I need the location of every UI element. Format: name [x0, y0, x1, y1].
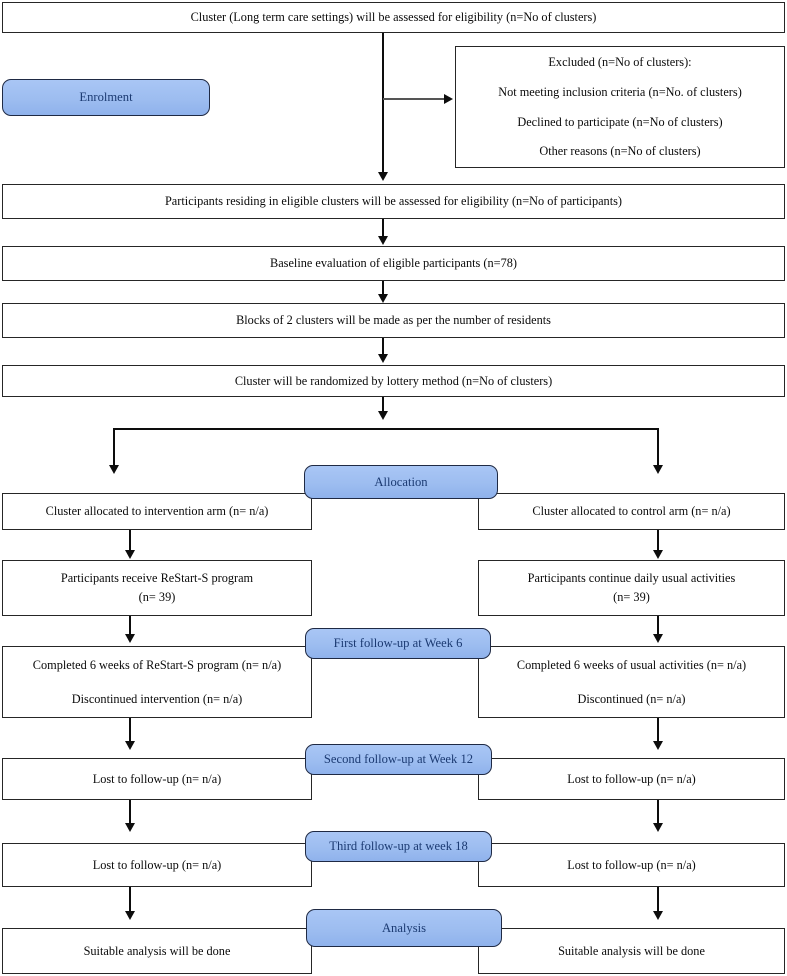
box-randomisation: Cluster will be randomized by lottery me… [2, 365, 785, 397]
connector-intervention-to-analysis [129, 887, 131, 913]
connector-excluded [383, 98, 444, 101]
box-intervention-week6-line2: Discontinued intervention (n= n/a) [71, 691, 243, 706]
box-excluded-clusters: Excluded (n=No of clusters): Not meeting… [455, 46, 785, 168]
arrow-excluded [444, 93, 453, 104]
arrow-top-spine [377, 172, 388, 181]
box-intervention-receive-line1: Participants receive ReStart-S program [60, 571, 254, 586]
box-control-analysis-text: Suitable analysis will be done [558, 943, 705, 958]
box-control-week6-line1: Completed 6 weeks of usual activities (n… [516, 657, 747, 672]
box-intervention-week12-text: Lost to follow-up (n= n/a) [92, 771, 222, 786]
box-blocks: Blocks of 2 clusters will be made as per… [2, 303, 785, 338]
stage-pill-follow-up-1: First follow-up at Week 6 [305, 628, 491, 659]
box-blocks-text: Blocks of 2 clusters will be made as per… [236, 313, 551, 328]
arrow-split-stem [377, 411, 388, 420]
box-intervention-receive: Participants receive ReStart-S program (… [2, 560, 312, 616]
excluded-reason-1: Not meeting inclusion criteria (n=No. of… [498, 84, 742, 99]
stage-pill-follow-up-3-label: Third follow-up at week 18 [329, 839, 468, 853]
box-intervention-analysis: Suitable analysis will be done [2, 928, 312, 974]
arrow-control-to-analysis [652, 911, 663, 920]
arrow-intervention-to-analysis [124, 911, 135, 920]
box-control-week6-line2: Discontinued (n= n/a) [577, 691, 686, 706]
stage-pill-analysis: Analysis [306, 909, 502, 947]
arrow-control-to-week12 [652, 741, 663, 750]
stage-pill-enrolment-label: Enrolment [79, 90, 133, 104]
connector-to-blocks [382, 281, 384, 296]
box-control-week12-text: Lost to follow-up (n= n/a) [567, 771, 696, 786]
connector-split-bracket [113, 428, 659, 430]
box-intervention-week6: Completed 6 weeks of ReStart-S program (… [2, 646, 312, 718]
connector-intervention-to-week18 [129, 800, 131, 825]
connector-to-randomisation [382, 338, 384, 356]
connector-control-to-week18 [657, 800, 659, 825]
arrow-to-baseline [377, 236, 388, 245]
stage-pill-enrolment: Enrolment [2, 79, 210, 116]
arrow-intervention-to-receive [124, 550, 135, 559]
stage-pill-allocation-label: Allocation [374, 474, 428, 489]
connector-split-right [657, 428, 659, 467]
box-intervention-receive-line2: (n= 39) [138, 590, 176, 604]
box-control-week18: Lost to follow-up (n= n/a) [478, 843, 785, 887]
box-control-receive-line2: (n= 39) [613, 590, 650, 604]
box-control-allocated: Cluster allocated to control arm (n= n/a… [478, 493, 785, 530]
excluded-reason-2: Declined to participate (n=No of cluster… [517, 114, 723, 129]
box-intervention-week12: Lost to follow-up (n= n/a) [2, 758, 312, 800]
connector-to-baseline [382, 219, 384, 238]
connector-control-to-week6 [657, 616, 659, 636]
stage-pill-follow-up-1-label: First follow-up at Week 6 [333, 636, 463, 650]
box-clusters-assessed-text: Cluster (Long term care settings) will b… [190, 10, 597, 25]
connector-control-to-receive [657, 530, 659, 552]
arrow-intervention-to-week12 [124, 741, 135, 750]
arrow-control-to-week18 [652, 823, 663, 832]
box-baseline-evaluation: Baseline evaluation of eligible particip… [2, 246, 785, 281]
box-control-receive-line1: Participants continue daily usual activi… [527, 571, 736, 586]
box-intervention-week18: Lost to follow-up (n= n/a) [2, 843, 312, 887]
box-control-receive: Participants continue daily usual activi… [478, 560, 785, 616]
arrow-split-right [652, 465, 663, 474]
box-control-week12: Lost to follow-up (n= n/a) [478, 758, 785, 800]
box-control-week6: Completed 6 weeks of usual activities (n… [478, 646, 785, 718]
stage-pill-follow-up-3: Third follow-up at week 18 [305, 831, 492, 862]
arrow-to-randomisation [377, 354, 388, 363]
box-control-week18-text: Lost to follow-up (n= n/a) [567, 857, 696, 872]
box-control-analysis: Suitable analysis will be done [478, 928, 785, 974]
box-clusters-assessed: Cluster (Long term care settings) will b… [2, 2, 785, 33]
box-participants-assessed: Participants residing in eligible cluste… [2, 184, 785, 219]
excluded-reason-3: Other reasons (n=No of clusters) [539, 144, 701, 159]
connector-top-spine [382, 33, 384, 174]
box-randomisation-text: Cluster will be randomized by lottery me… [234, 373, 553, 388]
box-baseline-evaluation-text: Baseline evaluation of eligible particip… [270, 256, 517, 271]
connector-control-to-analysis [657, 887, 659, 913]
box-control-allocated-text: Cluster allocated to control arm (n= n/a… [532, 504, 731, 519]
box-intervention-allocated: Cluster allocated to intervention arm (n… [2, 493, 312, 530]
stage-pill-follow-up-2-label: Second follow-up at Week 12 [323, 752, 474, 766]
arrow-split-left [108, 465, 119, 474]
arrow-intervention-to-week6 [124, 634, 135, 643]
box-participants-assessed-text: Participants residing in eligible cluste… [164, 194, 623, 209]
box-intervention-week6-line1: Completed 6 weeks of ReStart-S program (… [32, 657, 282, 672]
stage-pill-follow-up-2: Second follow-up at Week 12 [305, 744, 492, 775]
arrow-intervention-to-week18 [124, 823, 135, 832]
excluded-heading: Excluded (n=No of clusters): [548, 55, 692, 70]
connector-intervention-to-receive [129, 530, 131, 552]
stage-pill-allocation: Allocation [304, 465, 498, 499]
connector-split-stem [382, 397, 384, 413]
arrow-to-blocks [377, 294, 388, 303]
stage-pill-analysis-label: Analysis [381, 920, 427, 935]
connector-intervention-to-week12 [129, 718, 131, 743]
arrow-control-to-week6 [652, 634, 663, 643]
connector-split-left [113, 428, 115, 467]
connector-control-to-week12 [657, 718, 659, 743]
box-intervention-week18-text: Lost to follow-up (n= n/a) [92, 857, 222, 872]
arrow-control-to-receive [652, 550, 663, 559]
box-intervention-allocated-text: Cluster allocated to intervention arm (n… [45, 504, 269, 519]
connector-intervention-to-week6 [129, 616, 131, 636]
box-intervention-analysis-text: Suitable analysis will be done [83, 943, 231, 958]
